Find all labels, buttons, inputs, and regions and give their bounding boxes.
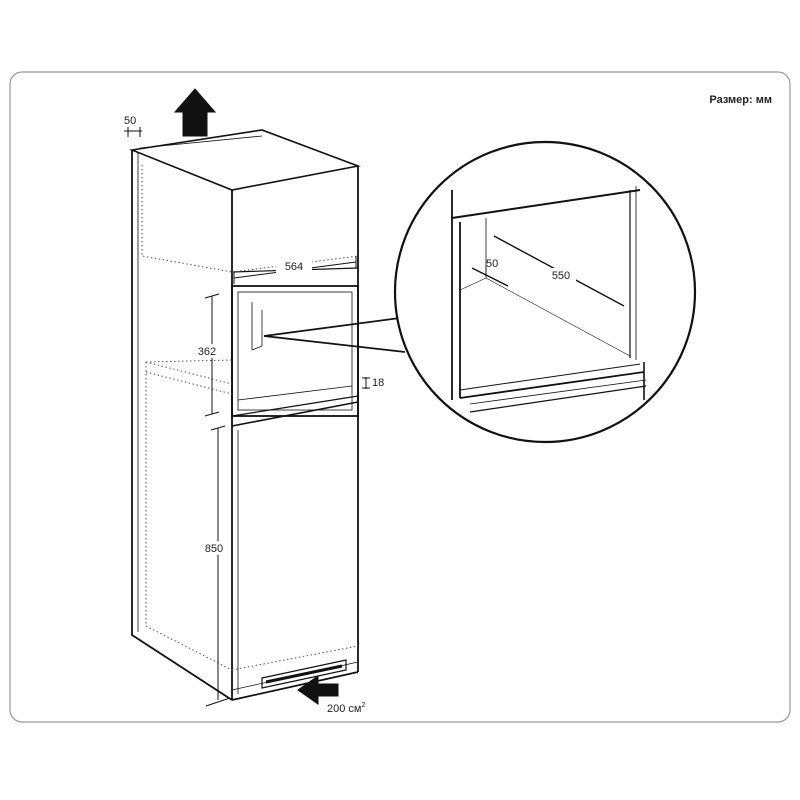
vent-area-dimension: 200 см2 bbox=[327, 702, 365, 715]
diagram-frame bbox=[9, 71, 791, 723]
detail-offset-label: 50 bbox=[486, 258, 498, 270]
detail-depth-label: 550 bbox=[552, 270, 570, 282]
top-gap-dimension: 50 bbox=[124, 115, 142, 137]
vent-area-text: 200 см2 bbox=[327, 702, 365, 715]
niche-height-label: 362 bbox=[198, 346, 216, 358]
niche-height-dimension: 362 bbox=[192, 293, 220, 417]
vent-area-label: 200 см bbox=[327, 703, 361, 715]
niche-width-label: 564 bbox=[285, 261, 303, 273]
lower-height-dimension: 850 bbox=[198, 425, 231, 707]
callout-leader bbox=[263, 317, 406, 353]
top-gap-label: 50 bbox=[124, 115, 136, 127]
niche-width-dimension: 564 bbox=[233, 256, 357, 284]
intake-arrow-icon bbox=[297, 675, 339, 705]
exhaust-arrow-icon bbox=[173, 88, 217, 137]
detail-magnifier: 550 50 bbox=[393, 140, 697, 444]
tall-cabinet bbox=[128, 129, 361, 701]
vent-area-superscript: 2 bbox=[361, 702, 365, 709]
shelf-thickness-dimension: 18 bbox=[362, 377, 384, 389]
lower-height-label: 850 bbox=[205, 543, 223, 555]
unit-label: Размер: мм bbox=[709, 94, 772, 106]
shelf-thickness-label: 18 bbox=[372, 377, 384, 389]
